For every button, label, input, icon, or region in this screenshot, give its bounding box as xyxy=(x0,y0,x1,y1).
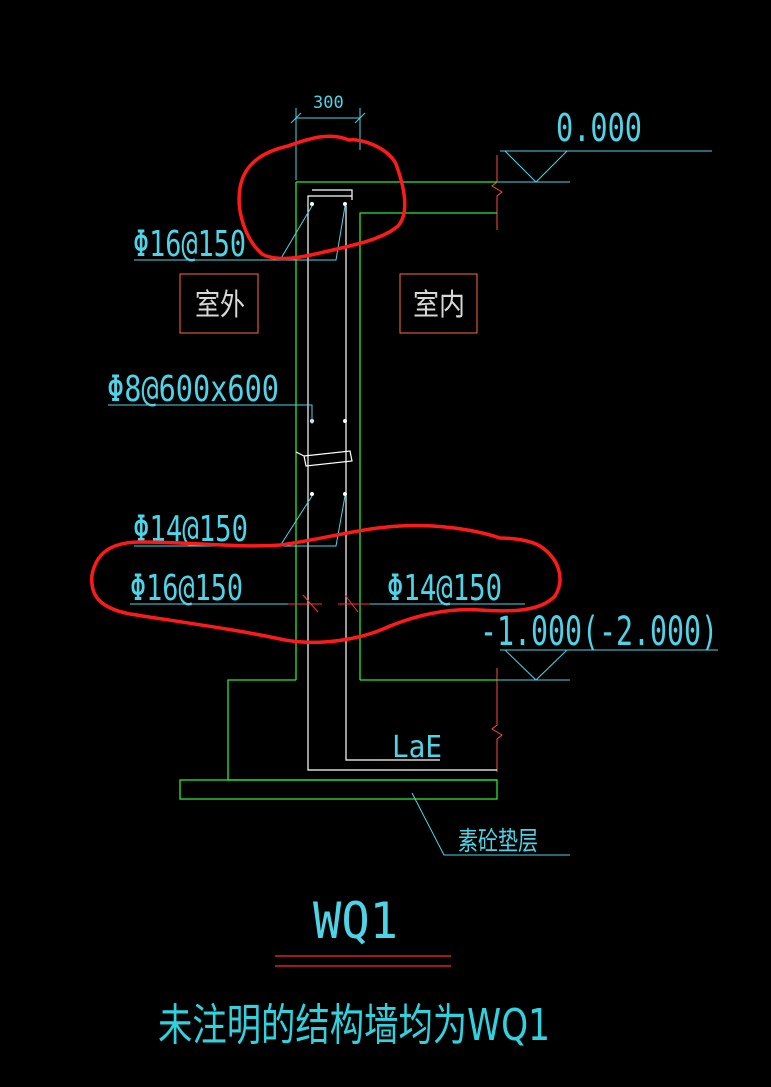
room-outside-label: 室外 xyxy=(195,288,245,323)
wall-outline xyxy=(179,181,498,800)
break-line-bottom xyxy=(491,668,503,772)
elevation-top-label: 0.000 xyxy=(556,106,642,150)
room-outside-box xyxy=(179,273,259,334)
room-inside-box xyxy=(399,273,478,334)
rebar-label-distribution: Φ8@600x600 xyxy=(107,369,279,410)
rebar-cage xyxy=(295,189,497,771)
elevation-bottom-label: -1.000(-2.000) xyxy=(480,609,718,655)
elevation-marker-top xyxy=(360,150,712,183)
anchorage-label: LaE xyxy=(392,730,442,765)
title-underline xyxy=(275,955,451,967)
dimension-label: 300 xyxy=(313,93,344,113)
rebar-label-inner: Φ14@150 xyxy=(387,568,502,609)
drawing-note: 未注明的结构墙均为WQ1 xyxy=(158,1000,550,1051)
markup-ellipse-bottom xyxy=(90,523,562,645)
break-line-top xyxy=(491,155,503,230)
cushion-layer-label: 素砼垫层 xyxy=(458,827,538,857)
section-cut-marks xyxy=(288,594,370,613)
drawing-title: WQ1 xyxy=(313,892,398,950)
room-inside-label: 室内 xyxy=(413,288,465,323)
width-dimension xyxy=(290,108,366,180)
rebar-label-top: Φ16@150 xyxy=(133,224,246,265)
markup-circle-top xyxy=(237,134,407,261)
rebar-label-outer: Φ16@150 xyxy=(130,568,243,609)
